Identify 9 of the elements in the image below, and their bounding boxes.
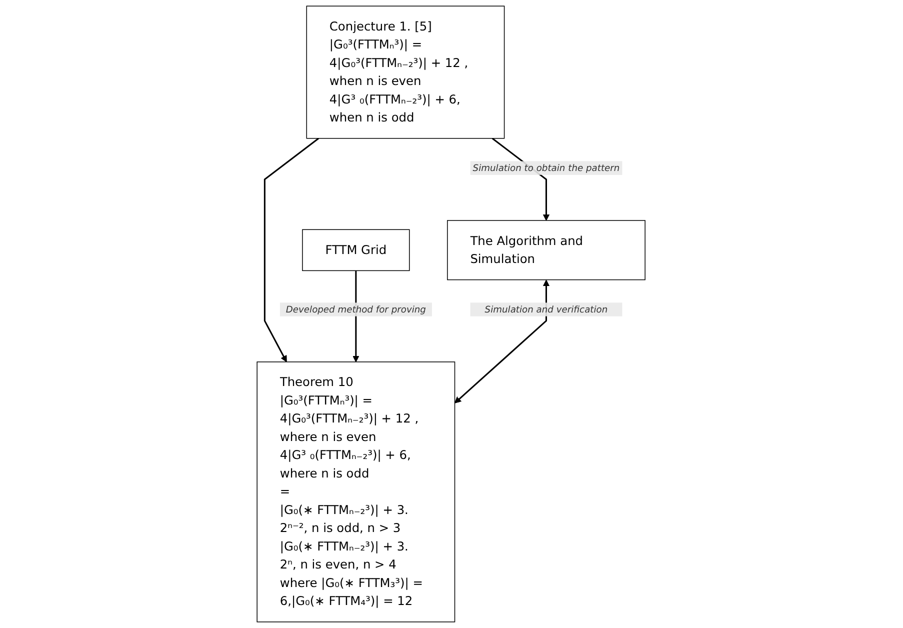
node-box: FTTM Grid [302, 229, 410, 272]
node-box: Theorem 10 |G₀³(FTTMₙ³)| = 4|G₀³(FTTMₙ₋₂³)| + 12 , where n is even 4|G³ ₀(FTTMₙ₋₂³)| + 6, where n is odd = |G₀(∗ FTTMₙ₋₂³)| + 3. 2ⁿ⁻², n is odd, n > 3 |G₀(∗ FTTMₙ₋₂³)| + 3. 2ⁿ, n is even, n > 4 where |G₀(∗ FTTM₃³)| = 6,|G₀(∗ FTTM₄³)| = 12 [257, 362, 456, 622]
edge-label: Simulation and verification [485, 304, 608, 315]
arrow [454, 280, 550, 404]
edge-label: Simulation to obtain the pattern [473, 162, 620, 174]
node-box: Conjecture 1. [5] |G₀³(FTTMₙ³)| = 4|G₀³(FTTMₙ₋₂³)| + 12 , when n is even 4|G³ ₀(FTTMₙ₋₂³)| + 6, when n is odd [306, 6, 506, 139]
edge-label: Developed method for proving [286, 304, 426, 315]
node-box: The Algorithm and Simulation [447, 220, 646, 280]
arrow [264, 138, 320, 362]
